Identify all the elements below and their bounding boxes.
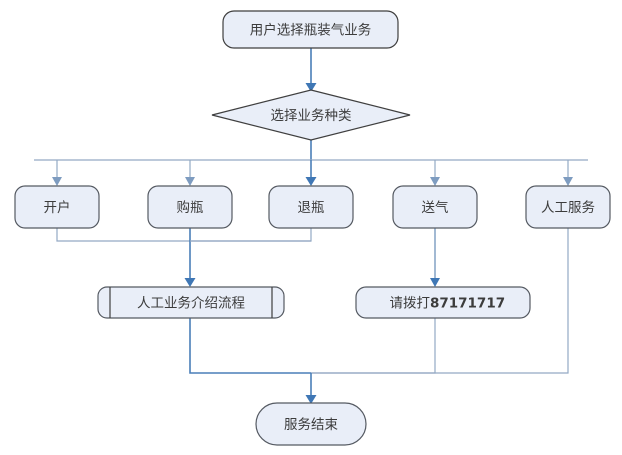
node-option3[interactable]: 退瓶 xyxy=(268,185,354,229)
arrowhead-option2-in xyxy=(185,177,195,186)
arrowhead-phone-in xyxy=(430,278,440,287)
option5-label: 人工服务 xyxy=(541,200,595,216)
option4-label: 送气 xyxy=(422,200,449,216)
node-predefined-process[interactable]: 人工业务介绍流程 xyxy=(97,286,285,319)
node-decision[interactable]: 选择业务种类 xyxy=(211,89,411,141)
option5-shape xyxy=(525,185,611,229)
arrowhead-end-in xyxy=(305,395,317,404)
edge-option3-to-merge xyxy=(190,228,312,242)
option2-shape xyxy=(147,185,233,229)
connector-layer xyxy=(34,48,588,404)
predefined-label: 人工业务介绍流程 xyxy=(137,296,245,312)
start-shape xyxy=(222,10,399,49)
node-start[interactable]: 用户选择瓶装气业务 xyxy=(222,10,399,49)
option1-shape xyxy=(14,185,100,229)
predefined-shape xyxy=(97,286,285,319)
arrowhead-option1-in xyxy=(52,177,62,186)
option3-shape xyxy=(268,185,354,229)
edge-phone-to-end-bus xyxy=(311,318,436,374)
edge-option1-to-merge xyxy=(56,228,311,242)
node-option2[interactable]: 购瓶 xyxy=(147,185,233,229)
node-option4[interactable]: 送气 xyxy=(392,185,478,229)
node-option1[interactable]: 开户 xyxy=(14,185,100,229)
phone-label: 请拨打87171717 xyxy=(351,295,535,312)
option2-label: 购瓶 xyxy=(177,200,204,216)
phone-shape xyxy=(355,286,531,319)
arrowhead-decision-in xyxy=(305,83,317,92)
phone-label-number: 87171717 xyxy=(430,296,505,312)
end-label: 服务结束 xyxy=(284,417,338,433)
start-label: 用户选择瓶装气业务 xyxy=(250,22,372,39)
node-phone-notice[interactable]: 请拨打87171717 xyxy=(351,286,535,319)
end-shape xyxy=(255,402,367,446)
phone-label-prefix: 请拨打 xyxy=(389,295,430,312)
option3-label: 退瓶 xyxy=(298,200,325,216)
decision-shape xyxy=(211,89,411,141)
arrowhead-predefined-in xyxy=(184,278,196,287)
node-option5[interactable]: 人工服务 xyxy=(525,185,611,229)
arrowhead-option3-in xyxy=(305,177,317,186)
node-end[interactable]: 服务结束 xyxy=(255,402,367,446)
edge-predefined-to-end-bus xyxy=(189,318,311,374)
arrowhead-option5-in xyxy=(563,177,573,186)
option1-label: 开户 xyxy=(44,199,71,216)
decision-label: 选择业务种类 xyxy=(271,108,352,124)
option4-shape xyxy=(392,185,478,229)
arrowhead-option4-in xyxy=(430,177,440,186)
